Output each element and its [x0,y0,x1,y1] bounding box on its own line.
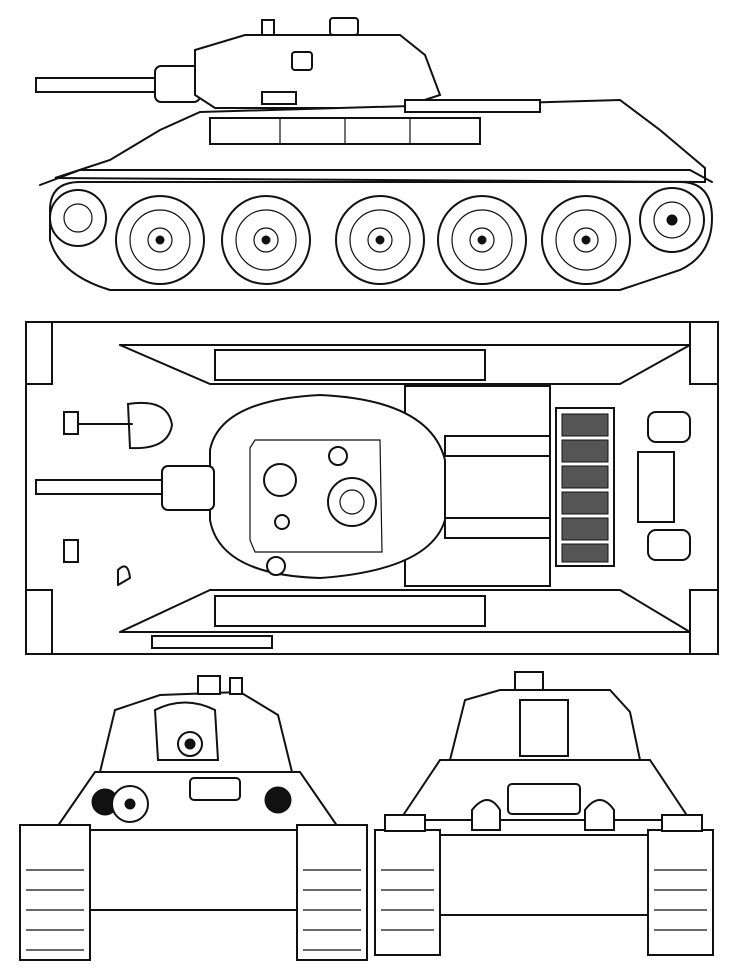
engine-louver [444,435,551,457]
rear-lower-hull [439,834,651,916]
turret-fitting [266,556,286,576]
turret-plate [261,91,297,105]
commander-hatch-top [327,477,377,527]
gun-barrel-top [35,479,163,495]
stowage-box-bottom [214,595,486,627]
rear-turret-plate [519,699,569,757]
front-track-left [19,824,91,961]
rear-fender-box [384,814,426,832]
fender-rear-left [689,321,719,385]
idler-wheel [49,189,107,247]
front-periscope [229,677,243,695]
headlight [264,786,292,814]
periscope-top [328,446,348,466]
fender-front-left [25,321,53,385]
rear-track-right [647,829,714,956]
gun-mantlet-top [161,465,215,511]
tow-hook [63,411,79,435]
engine-louver [444,517,551,539]
fender-rear-right [689,589,719,655]
side-view [35,17,714,291]
rear-fitting [647,411,691,443]
rear-access-plate [637,451,675,523]
rear-fender-box [661,814,703,832]
rear-fitting [647,529,691,561]
rear-track-left [374,829,441,956]
rear-hatch [514,671,544,691]
exhaust-cover [471,799,501,831]
driver-hatch-front [189,777,241,801]
gun-mantlet [154,65,201,103]
exhaust-cover [584,799,615,831]
front-view [19,675,368,961]
rear-view [374,671,714,956]
tow-hook [63,539,79,563]
driver-hatch [126,402,174,450]
tool-rack [151,635,273,649]
periscope [261,19,275,36]
rear-access-hatch [507,783,581,815]
pistol-port [291,51,313,71]
front-lower-hull [89,829,301,911]
turret-port [263,463,297,497]
turret-top [209,393,446,580]
engine-grille [404,99,541,113]
commander-hatch [329,17,359,36]
front-hatch [197,675,221,695]
road-wheels [115,195,631,285]
turret-vent [274,514,290,530]
gun-barrel [35,77,167,93]
top-view [25,321,719,655]
front-track-right [296,824,368,961]
turret [194,34,442,109]
stowage-box-top [214,349,486,381]
fender-front-right [25,589,53,655]
